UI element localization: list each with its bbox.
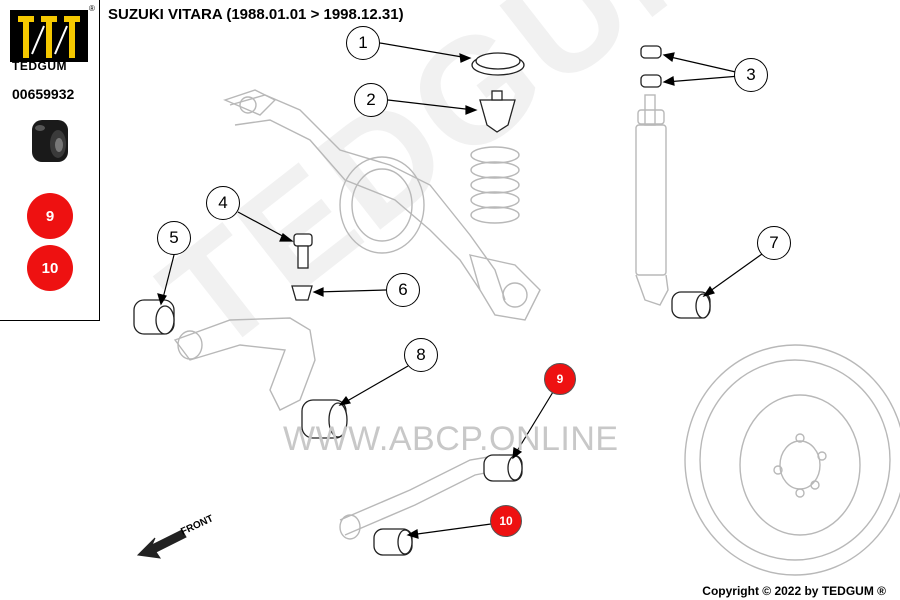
callout-1[interactable]: 1 — [346, 26, 380, 60]
brand-name: TEDGUM — [12, 59, 67, 73]
callout-3[interactable]: 3 — [734, 58, 768, 92]
sidebar-panel: ® TEDGUM 00659932 9 10 — [0, 0, 100, 321]
page-title: SUZUKI VITARA (1988.01.01 > 1998.12.31) — [108, 6, 404, 23]
part-number: 00659932 — [12, 86, 75, 102]
callout-8[interactable]: 8 — [404, 338, 438, 372]
callout-7[interactable]: 7 — [757, 226, 791, 260]
copyright-text: Copyright © 2022 by TEDGUM ® — [702, 584, 886, 598]
tedgum-logo — [10, 10, 88, 62]
callout-10[interactable]: 10 — [490, 505, 522, 537]
callout-6[interactable]: 6 — [386, 273, 420, 307]
badge-10[interactable]: 10 — [27, 245, 73, 291]
callout-9[interactable]: 9 — [544, 363, 576, 395]
bush-thumbnail-icon — [32, 120, 68, 162]
front-arrow — [136, 529, 187, 559]
watermark-url: WWW.ABCP.ONLINE — [283, 420, 619, 458]
badge-9[interactable]: 9 — [27, 193, 73, 239]
callout-2[interactable]: 2 — [354, 83, 388, 117]
callout-4[interactable]: 4 — [206, 186, 240, 220]
registered-mark: ® — [89, 4, 95, 13]
callout-5[interactable]: 5 — [157, 221, 191, 255]
